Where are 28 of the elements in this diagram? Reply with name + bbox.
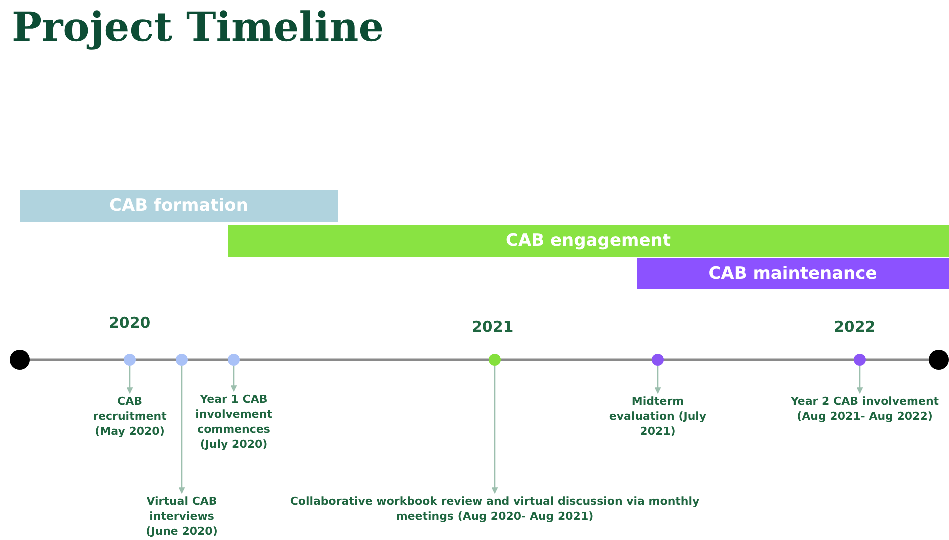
arrow bbox=[654, 366, 662, 394]
phase-label: CAB maintenance bbox=[708, 264, 878, 284]
year-label: 2021 bbox=[472, 318, 514, 336]
phase-bar bbox=[228, 225, 949, 257]
milestone-label: Virtual CAB interviews (June 2020) bbox=[132, 494, 232, 539]
title: Project Timeline bbox=[12, 4, 384, 51]
milestone-dot bbox=[176, 354, 188, 366]
milestone-label: Collaborative workbook review and virtual discussion via monthly meetings (Aug 2020- Aug 2021) bbox=[275, 494, 715, 524]
milestone-dot bbox=[489, 354, 501, 366]
milestone-dot bbox=[652, 354, 664, 366]
milestone-label: CAB recruitment (May 2020) bbox=[80, 394, 180, 439]
milestone-dot bbox=[854, 354, 866, 366]
phase-bar bbox=[637, 258, 949, 289]
arrow bbox=[178, 366, 186, 494]
phase-label: CAB formation bbox=[110, 196, 248, 216]
arrow bbox=[126, 366, 134, 394]
arrow bbox=[856, 366, 864, 394]
arrow bbox=[230, 366, 238, 392]
milestone-label: Year 1 CAB involvement commences (July 2020) bbox=[184, 392, 284, 452]
milestone-dot bbox=[124, 354, 136, 366]
milestone-label: Midterm evaluation (July 2021) bbox=[603, 394, 713, 439]
phase-label: CAB engagement bbox=[506, 231, 671, 251]
milestone-dot bbox=[228, 354, 240, 366]
milestone-label: Year 2 CAB involvement (Aug 2021- Aug 2022) bbox=[780, 394, 949, 424]
year-label: 2020 bbox=[109, 314, 151, 332]
year-label: 2022 bbox=[834, 318, 876, 336]
phase-bar bbox=[20, 190, 338, 222]
arrow bbox=[492, 366, 498, 494]
